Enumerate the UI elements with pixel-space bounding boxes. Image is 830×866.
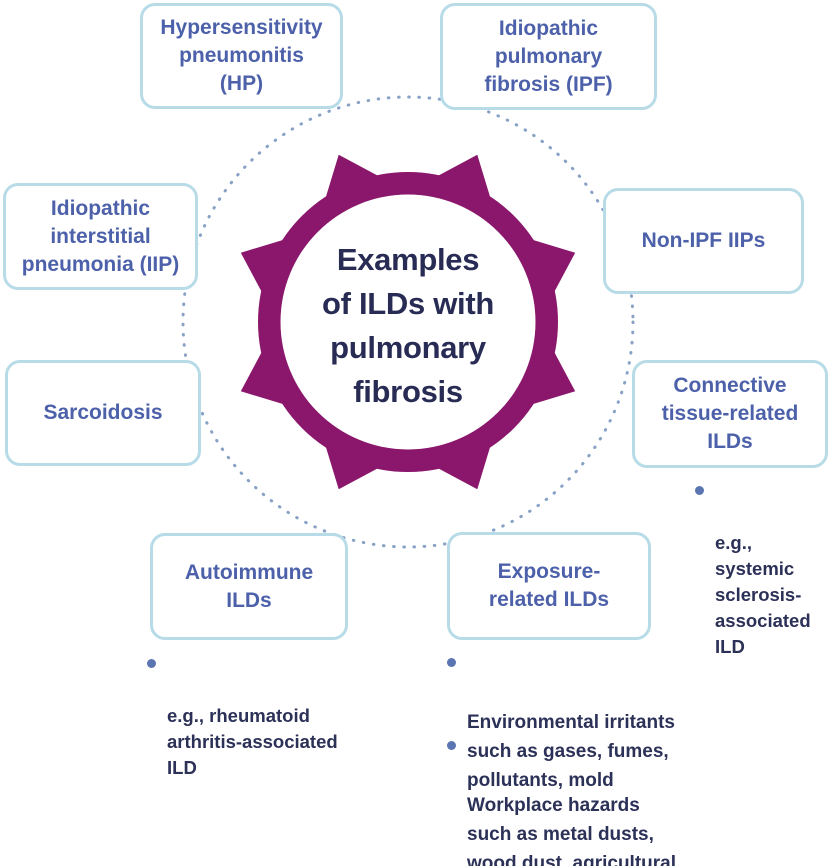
gear-spikes — [240, 154, 576, 490]
node-label: Non-IPF IIPs — [641, 229, 766, 252]
note-text: Environmental irritants such as gases, f… — [467, 712, 675, 791]
dotted-ring-circle — [181, 95, 635, 549]
bullet-dot-icon — [447, 741, 456, 750]
node-label: Autoimmune ILDs — [184, 560, 314, 612]
gear-spike — [530, 239, 576, 294]
bullet-dot-icon — [695, 486, 704, 495]
gear-spike — [240, 239, 286, 294]
note-exposure-workplace: Workplace hazards such as metal dusts, w… — [447, 733, 727, 866]
gear-spike — [325, 154, 380, 200]
node-autoimmune-ilds: Autoimmune ILDs — [150, 533, 348, 640]
gear-ring — [258, 172, 558, 472]
note-text: Workplace hazards such as metal dusts, w… — [467, 795, 677, 866]
gear-spike — [325, 444, 380, 490]
node-hypersensitivity-pneumonitis: Hypersensitivity pneumonitis (HP) — [140, 3, 343, 109]
node-label: Idiopathic interstitial pneumonia (IIP) — [21, 196, 180, 276]
node-label: Sarcoidosis — [43, 401, 163, 424]
note-autoimmune: e.g., rheumatoid arthritis-associated IL… — [147, 651, 387, 781]
note-text: e.g., systemic sclerosis- associated ILD — [715, 532, 811, 657]
bullet-dot-icon — [447, 658, 456, 667]
node-label: Connective tissue-related ILDs — [661, 374, 799, 453]
gear-hub — [240, 154, 576, 490]
gear-spike — [436, 444, 491, 490]
node-idiopathic-pulmonary-fibrosis: Idiopathic pulmonary fibrosis (IPF) — [440, 3, 657, 110]
node-label: Idiopathic pulmonary fibrosis (IPF) — [484, 16, 613, 96]
diagram-title: Examples of ILDs with pulmonary fibrosis — [321, 242, 495, 409]
node-label: Hypersensitivity pneumonitis (HP) — [160, 16, 323, 95]
node-non-ipf-iips: Non-IPF IIPs — [603, 188, 804, 294]
gear-inner-disc — [280, 194, 536, 450]
note-exposure-environmental: Environmental irritants such as gases, f… — [447, 650, 727, 795]
note-connective-tissue: e.g., systemic sclerosis- associated ILD — [695, 478, 830, 660]
node-sarcoidosis: Sarcoidosis — [5, 360, 201, 466]
gear-spike — [240, 350, 286, 405]
node-idiopathic-interstitial-pneumonia: Idiopathic interstitial pneumonia (IIP) — [3, 183, 198, 290]
bullet-dot-icon — [147, 659, 156, 668]
node-connective-tissue-ilds: Connective tissue-related ILDs — [632, 360, 828, 468]
dotted-orbit-ring — [181, 95, 635, 549]
note-text: e.g., rheumatoid arthritis-associated IL… — [167, 705, 338, 778]
node-exposure-related-ilds: Exposure- related ILDs — [447, 532, 651, 640]
gear-spike — [530, 350, 576, 405]
gear-spike — [436, 154, 491, 200]
node-label: Exposure- related ILDs — [488, 560, 610, 611]
